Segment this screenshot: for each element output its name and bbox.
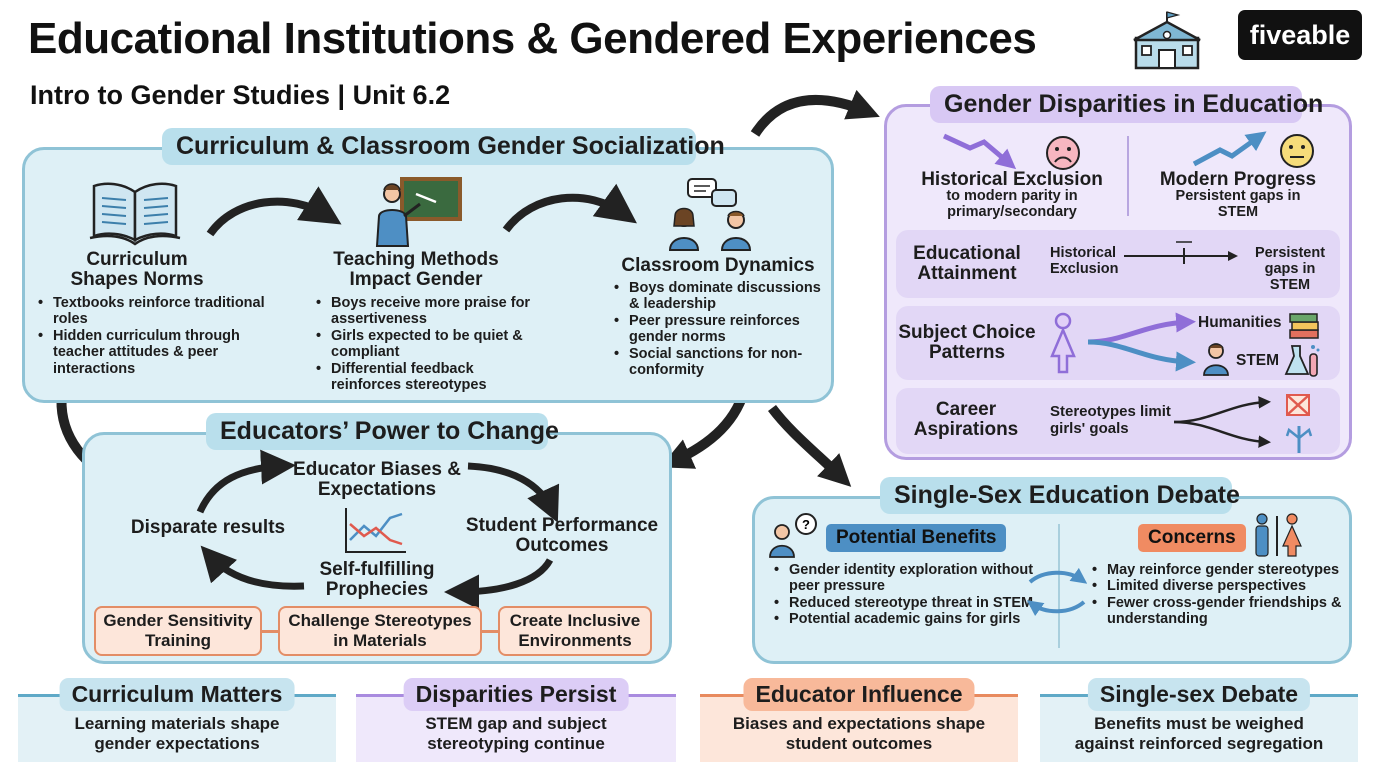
modern-progress-title: Modern Progress: [1159, 169, 1317, 190]
summary-title: Single-sex Debate: [1087, 678, 1311, 711]
open-book-icon: [86, 176, 184, 246]
summary-title: Educator Influence: [743, 678, 975, 711]
action-connector-2: [474, 630, 502, 633]
humanities-label: Humanities: [1198, 314, 1282, 331]
rising-arrow-icon: [1192, 131, 1267, 167]
benefits-label: Potential Benefits: [826, 524, 1007, 552]
disparities-heading: Gender Disparities in Education: [930, 86, 1323, 123]
bullet-item: Gender identity exploration without peer…: [774, 562, 1040, 595]
classroom-bullets: Boys dominate discussions & leadershipPe…: [614, 280, 824, 378]
educators-heading: Educators’ Power to Change: [206, 413, 559, 450]
bullet-item: Textbooks reinforce traditional roles: [38, 295, 278, 328]
attainment-arrow: [1124, 241, 1238, 264]
trend-chart-icon: [344, 506, 408, 554]
curriculum-bullets: Textbooks reinforce traditional rolesHid…: [38, 295, 278, 377]
bullet-item: Differential feedback reinforces stereot…: [316, 361, 538, 394]
bullet-item: Girls expected to be quiet & compliant: [316, 328, 538, 361]
male-student-icon: [1202, 342, 1230, 376]
signpost-icon: [1284, 422, 1314, 454]
neutral-face-icon: [1278, 132, 1316, 170]
teacher-chalkboard-icon: [372, 176, 464, 248]
fiveable-logo[interactable]: fiveable: [1238, 10, 1362, 60]
divider: [1127, 136, 1129, 216]
row-educational-attainment: [896, 230, 1340, 298]
debate-divider: [1058, 524, 1060, 648]
bullet-item: Social sanctions for non-conformity: [614, 346, 824, 379]
exchange-arrows-icon: [1026, 567, 1088, 617]
books-stack-icon: [1288, 310, 1320, 340]
bullet-item: May reinforce gender stereotypes: [1092, 562, 1348, 579]
thinking-person-icon: ?: [768, 512, 824, 558]
curriculum-heading: Curriculum & Classroom Gender Socializat…: [162, 128, 725, 165]
school-building-icon: [1130, 10, 1204, 72]
female-figure-icon: [1048, 312, 1078, 374]
page-subtitle: Intro to Gender Studies | Unit 6.2: [30, 80, 451, 110]
classroom-dynamics-title: Classroom Dynamics: [621, 255, 815, 276]
single-sex-heading: Single-Sex Education Debate: [880, 477, 1240, 514]
declining-arrow-icon: [942, 133, 1017, 170]
gender-restroom-icon: [1248, 512, 1306, 558]
career-split-arrows: [1173, 396, 1271, 448]
summary-title: Disparities Persist: [403, 678, 629, 711]
page-title: Educational Institutions & Gendered Expe…: [28, 14, 1037, 63]
bullet-item: Potential academic gains for girls: [774, 611, 1040, 628]
flow-arrow-2: [502, 183, 637, 233]
concerns-label: Concerns: [1138, 524, 1246, 552]
blocked-path-icon: [1284, 392, 1312, 418]
bullet-item: Hidden curriculum through teacher attitu…: [38, 328, 278, 377]
bullet-item: Boys dominate discussions & leadership: [614, 280, 824, 313]
teaching-bullets: Boys receive more praise for assertivene…: [316, 295, 538, 393]
subject-split-arrows: [1087, 312, 1196, 372]
bullet-item: Reduced stereotype threat in STEM: [774, 595, 1040, 612]
bullet-item: Peer pressure reinforces gender norms: [614, 313, 824, 346]
science-beaker-icon: [1284, 342, 1322, 378]
svg-text:?: ?: [802, 517, 810, 532]
cycle-disparate-results: Disparate results: [130, 517, 286, 538]
bullet-item: Limited diverse perspectives: [1092, 578, 1348, 595]
cycle-educator-biases: Educator Biases &Expectations: [293, 459, 461, 500]
concerns-list: May reinforce gender stereotypesLimited …: [1092, 562, 1348, 628]
bullet-item: Boys receive more praise for assertivene…: [316, 295, 538, 328]
benefits-list: Gender identity exploration without peer…: [774, 562, 1040, 628]
summary-title: Curriculum Matters: [59, 678, 295, 711]
bullet-item: Fewer cross-gender friendships & underst…: [1092, 595, 1348, 628]
students-chat-icon: [664, 176, 760, 254]
row-subject-choice: [896, 306, 1340, 380]
cycle-arrows: [196, 449, 560, 610]
flow-arrow-1: [206, 186, 342, 237]
historical-exclusion-title: Historical Exclusion: [921, 169, 1103, 190]
sad-face-icon: [1044, 134, 1082, 172]
action-connector-1: [256, 630, 282, 633]
stem-label: STEM: [1236, 352, 1280, 369]
